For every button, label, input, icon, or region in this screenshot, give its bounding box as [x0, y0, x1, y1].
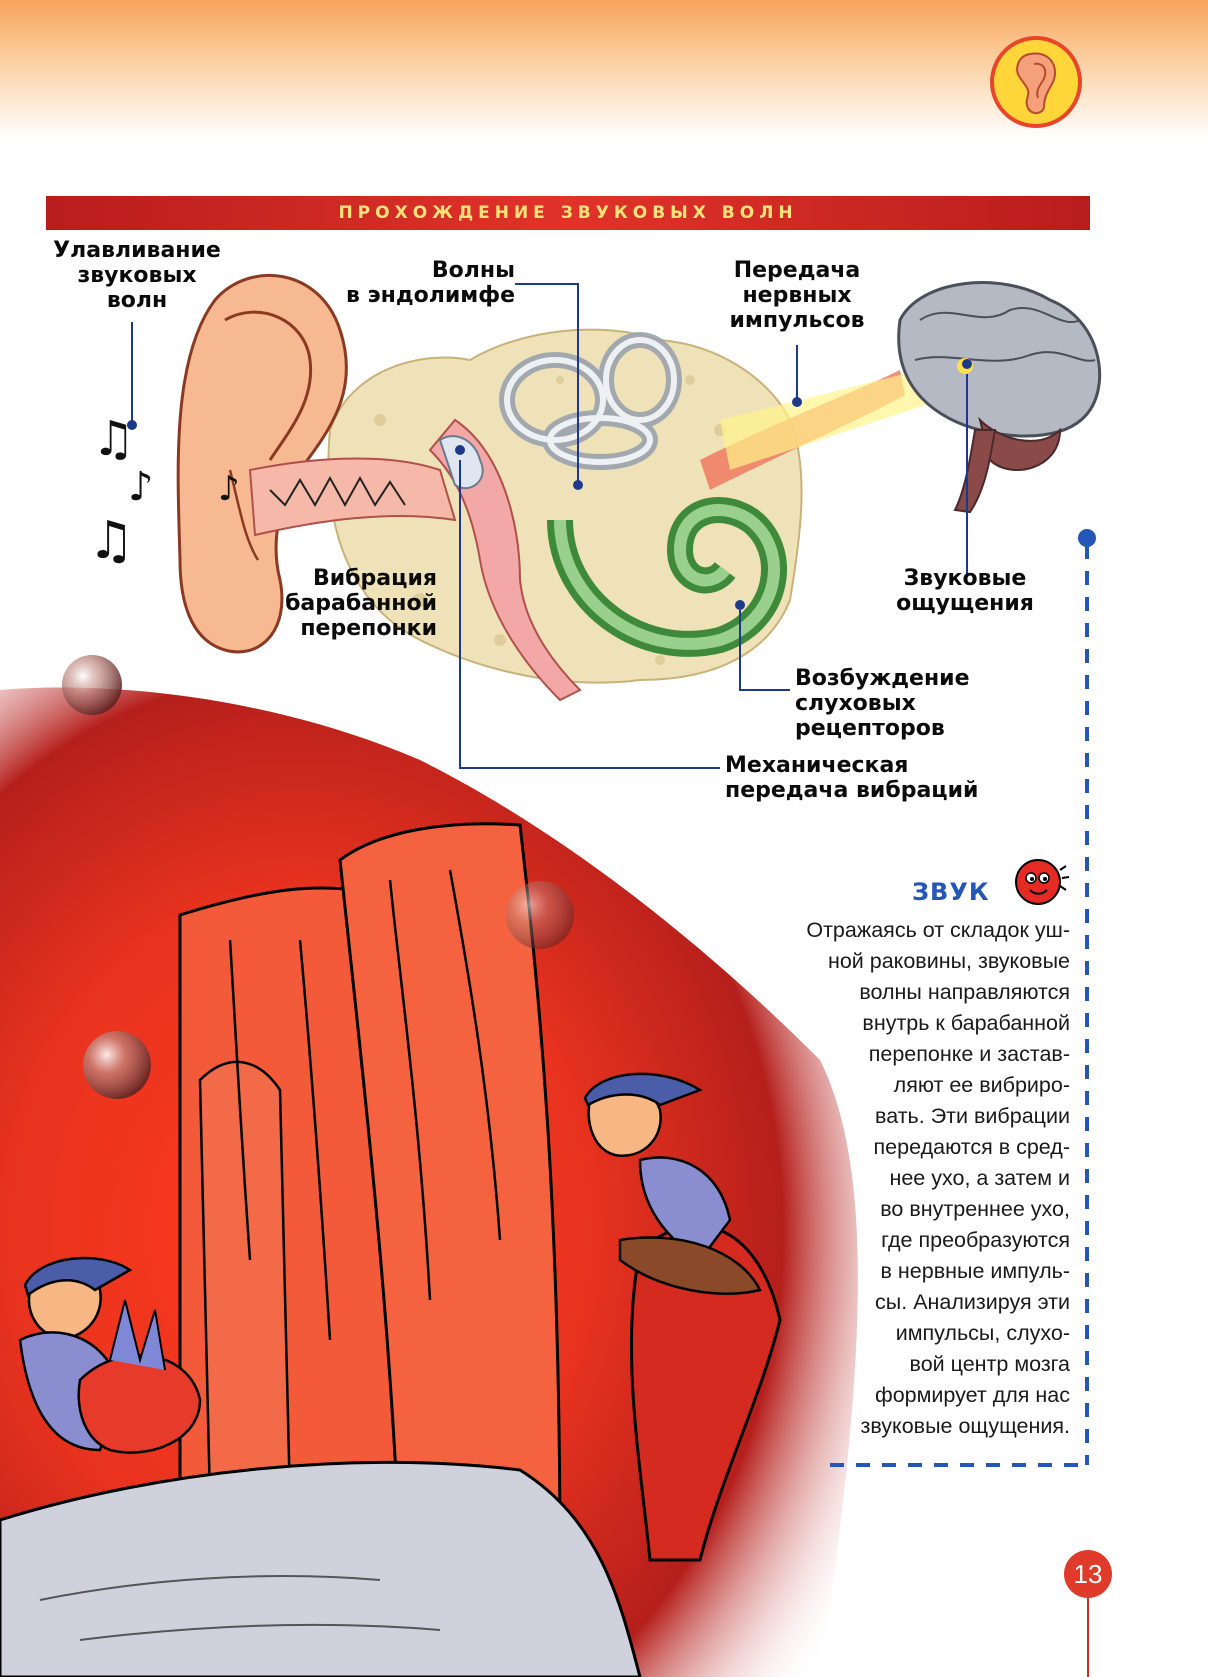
svg-text:♫: ♫ — [88, 511, 135, 571]
page-number: 13 — [1064, 1550, 1112, 1598]
svg-text:♪: ♪ — [128, 464, 154, 510]
ear-anatomy-illustration: ♫ ♪ ♫ ♪ — [88, 273, 1102, 769]
page-number-stem — [1087, 1598, 1089, 1677]
section-banner: ПРОХОЖДЕНИЕ ЗВУКОВЫХ ВОЛН — [46, 196, 1090, 230]
sidebar-body-text: Отражаясь от складок уш- ной раковины, з… — [806, 918, 1070, 1438]
svg-text:♪: ♪ — [218, 469, 240, 509]
svg-text:♫: ♫ — [92, 411, 135, 467]
ear-icon — [990, 36, 1082, 128]
music-note-icon: ♫ ♪ ♫ ♪ — [88, 411, 240, 571]
sidebar-title: ЗВУК — [912, 878, 990, 906]
cartoon-ball-icon — [1015, 859, 1070, 905]
